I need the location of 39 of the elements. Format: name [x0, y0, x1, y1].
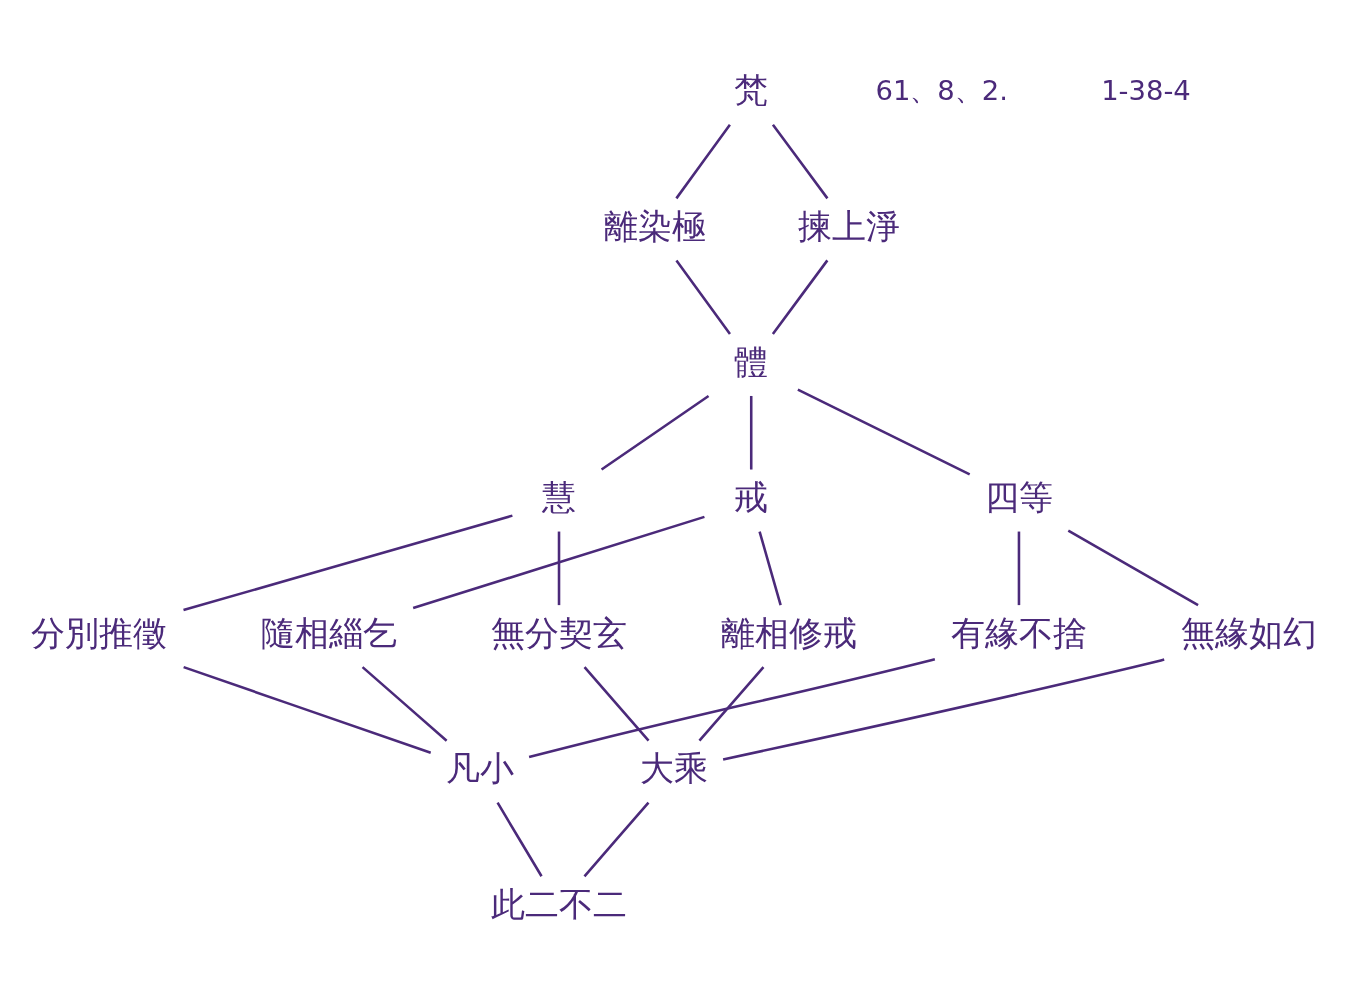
connector [412, 515, 705, 609]
node-text: 隨相緇乞 [261, 612, 398, 653]
connector [749, 395, 753, 470]
connector [797, 388, 971, 476]
connector [183, 513, 513, 611]
connector [557, 531, 561, 605]
connector [675, 123, 731, 199]
node-text: 慧 [542, 476, 577, 517]
label: 61、8、2. [875, 74, 1009, 106]
connector [183, 665, 432, 754]
node-text: 離相修戒 [720, 612, 857, 653]
connector [583, 801, 650, 877]
connector [771, 123, 829, 199]
connector [698, 665, 765, 742]
node-text: 無分契玄 [491, 612, 628, 653]
node-text: 大乘 [640, 747, 708, 788]
node-text: 揀上淨 [798, 205, 901, 246]
node-text: 體 [734, 341, 769, 381]
connector [758, 530, 782, 605]
connector [496, 801, 543, 877]
label: 1-38-4 [1101, 74, 1191, 106]
connector [722, 657, 1165, 761]
connector [600, 394, 710, 471]
connector [361, 665, 448, 742]
connector [771, 259, 829, 335]
node-text: 離染極 [604, 205, 707, 246]
node-text: 有緣不捨 [950, 612, 1087, 653]
node-text: 分別推徵 [31, 612, 168, 653]
node-text: 戒 [734, 476, 769, 517]
connector [583, 665, 650, 742]
node-text: 無緣如幻 [1180, 612, 1317, 653]
node-text: 梵 [734, 69, 769, 110]
connector [675, 259, 731, 335]
node-text: 凡小 [446, 747, 515, 788]
connector [1017, 531, 1021, 605]
node-text: 四等 [984, 476, 1053, 517]
node-text: 此二不二 [491, 883, 628, 924]
connector [528, 657, 936, 758]
connector [1067, 528, 1199, 606]
